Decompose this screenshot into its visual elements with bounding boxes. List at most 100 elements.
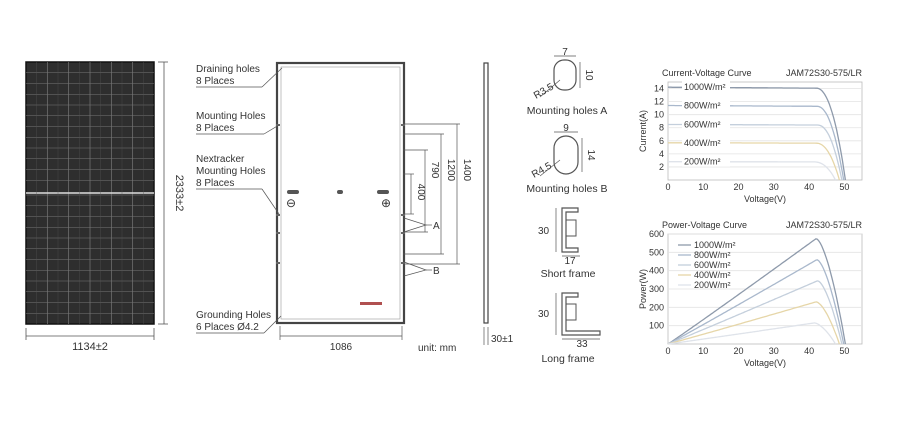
hole-a-radius: R3.5 [532,81,556,101]
panel-height-label: 2333±2 [173,175,185,212]
dim-1400: 1400 [461,159,472,182]
mounting-hole-a: 7 10 R3.5 Mounting holes A [527,47,608,117]
y-tick-label: 14 [654,84,664,94]
x-tick-label: 0 [665,346,670,356]
x-axis-label: Voltage(V) [744,194,786,204]
short-frame-height: 30 [538,226,550,237]
y-tick-label: 100 [649,321,664,331]
x-tick-label: 20 [734,346,744,356]
long-frame-profile: 30 33 Long frame [538,292,601,365]
minus-symbol: ⊖ [286,196,296,210]
series-line-3 [667,301,841,345]
x-tick-label: 20 [734,182,744,192]
callout-draining-2: 8 Places [196,76,234,87]
thickness-label: 30±1 [491,334,514,345]
y-tick-label: 10 [654,110,664,120]
y-tick-label: 500 [649,247,664,257]
y-tick-label: 8 [659,123,664,133]
hole-a-label: Mounting holes A [527,105,608,117]
junction-box-left [287,190,299,194]
y-tick-label: 4 [659,149,664,159]
side-view: 30±1 [483,62,514,345]
y-tick-label: 12 [654,97,664,107]
short-frame-label: Short frame [541,268,596,280]
long-frame-width: 33 [576,339,588,350]
plus-symbol: ⊕ [381,196,391,210]
x-tick-label: 40 [804,182,814,192]
marker-b: B [433,266,440,277]
long-frame-height: 30 [538,309,550,320]
y-tick-label: 200 [649,302,664,312]
series-label: 1000W/m² [684,82,726,92]
series-label-bg [682,118,730,130]
short-frame-width: 17 [564,256,576,267]
panel-side [483,62,489,324]
panel-width-label: 1134±2 [72,341,108,353]
series-label: 400W/m² [694,270,731,280]
y-tick-label: 600 [649,229,664,239]
hole-b-height: 14 [585,149,596,161]
mounting-slots [276,124,405,264]
series-label: 800W/m² [694,250,731,260]
series-label-bg [682,81,730,93]
series-label: 200W/m² [694,280,731,290]
label-plate [360,302,382,305]
marker-a: A [433,221,440,232]
y-axis-label: Current(A) [638,110,648,152]
front-view: 1134±2 2333±2 [25,61,185,353]
series-label-bg [682,136,730,148]
x-tick-label: 10 [698,346,708,356]
chart-model: JAM72S30-575/LR [786,68,863,78]
series-line-2 [667,280,843,345]
x-tick-label: 30 [769,346,779,356]
hole-b-width: 9 [563,123,569,134]
callout-draining-1: Draining holes [196,64,260,75]
y-tick-label: 2 [659,162,664,172]
series-label-bg [682,99,730,111]
x-tick-label: 0 [665,182,670,192]
series-label: 600W/m² [684,119,721,129]
callout-nextracker-3: 8 Places [196,178,234,189]
callout-grounding-2: 6 Places Ø4.2 [196,322,259,333]
callout-mounting-1: Mounting Holes [196,111,265,122]
callout-grounding-1: Grounding Holes [196,310,271,321]
series-line-1 [667,259,845,345]
callout-nextracker-2: Mounting Holes [196,166,265,177]
junction-box-right [377,190,389,194]
x-tick-label: 40 [804,346,814,356]
series-line-4 [667,322,837,345]
long-frame-label: Long frame [541,353,594,365]
series-line-0 [667,238,847,345]
dim-1200: 1200 [445,159,456,182]
callout-nextracker-1: Nextracker [196,154,245,165]
unit-label: unit: mm [418,343,456,354]
chart-title: Power-Voltage Curve [662,220,747,230]
short-frame-profile: 30 17 Short frame [538,207,596,280]
back-view: ⊖ ⊕ Draining holes 8 Places Mounting Hol… [196,61,472,354]
hole-b-label: Mounting holes B [526,183,607,195]
hole-spacing-dims [403,123,460,277]
x-axis-label: Voltage(V) [744,358,786,368]
dim-400: 400 [415,184,426,201]
series-label: 400W/m² [684,138,721,148]
series-label: 800W/m² [684,101,721,111]
y-tick-label: 6 [659,136,664,146]
chart-title: Current-Voltage Curve [662,68,752,78]
junction-box-middle [337,190,343,194]
x-tick-label: 10 [698,182,708,192]
series-label: 1000W/m² [694,240,736,250]
y-axis-label: Power(W) [638,269,648,309]
hole-a-height: 10 [583,69,594,81]
x-tick-label: 50 [839,346,849,356]
chart-model: JAM72S30-575/LR [786,220,863,230]
x-tick-label: 50 [839,182,849,192]
mounting-hole-b: 9 14 R4.5 Mounting holes B [526,123,607,195]
cell-grid [26,62,154,324]
hole-b-radius: R4.5 [530,160,554,180]
hole-a-width: 7 [562,47,568,58]
y-tick-label: 300 [649,284,664,294]
series-label-bg [682,155,730,167]
